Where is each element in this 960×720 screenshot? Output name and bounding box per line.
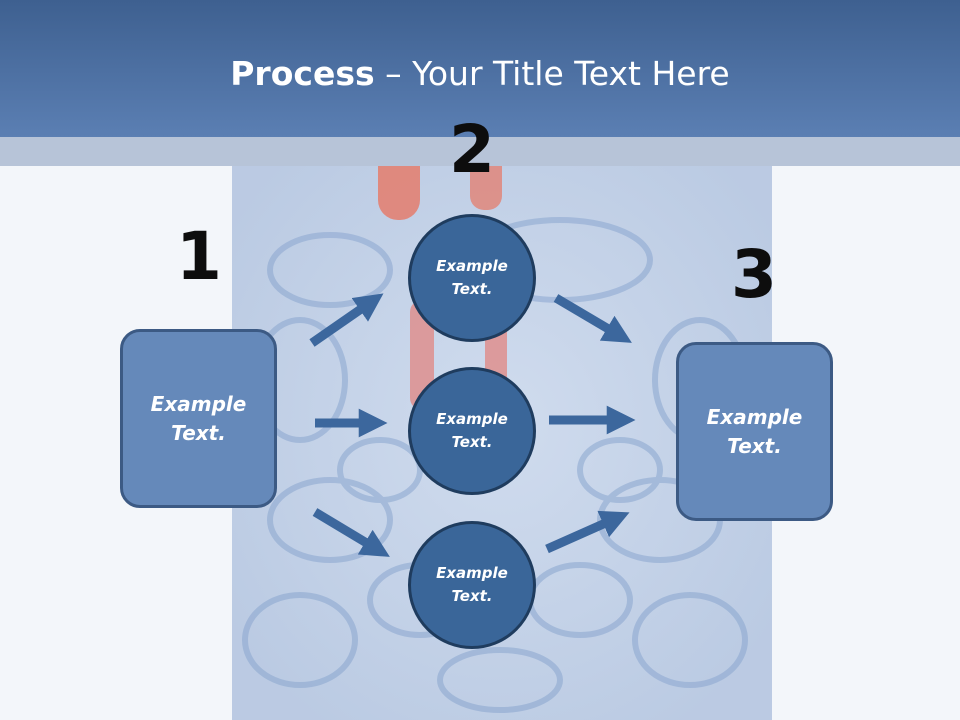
step-number-2: 2	[449, 111, 495, 188]
step-2-circle-bottom: Example Text.	[408, 521, 536, 649]
title-rest-part: – Your Title Text Here	[374, 54, 730, 93]
step-3-text-line2: Text.	[727, 433, 782, 458]
circle-bottom-text-line2: Text.	[451, 587, 493, 605]
circle-top-text-line1: Example	[436, 257, 508, 275]
arrow-left-to-bottom	[312, 508, 390, 557]
arrow-top-to-right	[553, 294, 632, 343]
arrow-left-to-top	[309, 293, 384, 347]
step-1-text-line2: Text.	[171, 420, 226, 445]
step-3-box: Example Text.	[676, 342, 833, 521]
circle-middle-text-line1: Example	[436, 410, 508, 428]
step-1-box: Example Text.	[120, 329, 277, 508]
step-1-text-line1: Example	[150, 391, 247, 416]
header-bar	[0, 0, 960, 137]
arrow-bottom-to-right	[545, 510, 630, 554]
step-3-text-line1: Example	[706, 404, 803, 429]
circle-middle-text-line2: Text.	[451, 433, 493, 451]
step-2-circle-middle: Example Text.	[408, 367, 536, 495]
header-accent-band	[0, 137, 960, 166]
step-number-3: 3	[731, 236, 777, 313]
step-number-1: 1	[176, 218, 222, 295]
circle-bottom-text-line1: Example	[436, 564, 508, 582]
title-bold-part: Process	[230, 54, 375, 93]
slide-title: Process – Your Title Text Here	[0, 52, 960, 96]
circle-top-text-line2: Text.	[451, 280, 493, 298]
step-2-circle-top: Example Text.	[408, 214, 536, 342]
